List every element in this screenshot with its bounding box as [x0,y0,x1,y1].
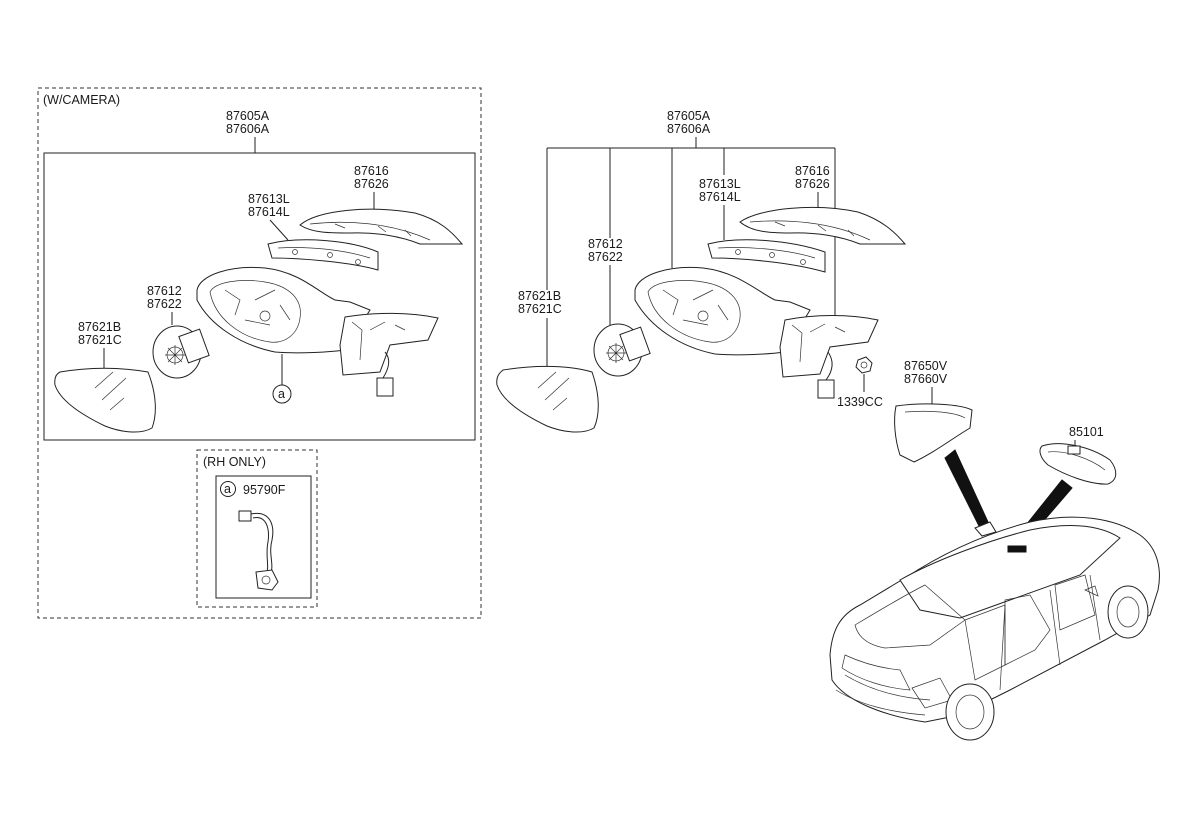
mirror-garnish[interactable] [894,403,973,463]
reference-a-marker [272,384,292,404]
label-87613L-right[interactable]: 87613L [699,177,741,191]
mirror-actuator-left[interactable] [152,325,210,379]
label-87621C-right[interactable]: 87621C [518,302,562,316]
label-95790F[interactable]: 95790F [243,483,286,497]
label-87605A-right[interactable]: 87605A [667,109,711,123]
svg-text:a: a [278,387,285,401]
arrow-garnish-to-car [944,449,989,529]
label-87622-left[interactable]: 87622 [147,297,182,311]
rh-only-dashed-box [196,449,318,608]
side-repeater-lamp-right[interactable] [707,239,826,273]
mirror-housing-right[interactable] [634,266,811,356]
inside-rearview-mirror[interactable] [1039,443,1117,485]
label-87606A-right[interactable]: 87606A [667,122,711,136]
label-87626-right[interactable]: 87626 [795,177,830,191]
label-85101[interactable]: 85101 [1069,425,1104,439]
label-87616-left[interactable]: 87616 [354,164,389,178]
label-87621C-left[interactable]: 87621C [78,333,122,347]
svg-text:a: a [224,482,231,496]
camera-harness[interactable] [238,510,279,591]
label-87613L-left[interactable]: 87613L [248,192,290,206]
mirror-glass-right[interactable] [496,365,599,433]
mirror-housing-left[interactable] [196,266,371,354]
label-87616-right[interactable]: 87616 [795,164,830,178]
left-assembly-box [43,152,476,441]
label-87614L-right[interactable]: 87614L [699,190,741,204]
camera-group-title: (W/CAMERA) [43,93,120,107]
label-87612-right[interactable]: 87612 [588,237,623,251]
side-repeater-lamp-left[interactable] [267,239,379,271]
label-87626-left[interactable]: 87626 [354,177,389,191]
label-87612-left[interactable]: 87612 [147,284,182,298]
screw-1339cc[interactable] [855,356,873,374]
mirror-base-left[interactable] [339,312,439,397]
vehicle-illustration [829,516,1160,741]
camera-part-box [215,475,312,599]
label-87660V[interactable]: 87660V [904,372,948,386]
rh-only-title: (RH ONLY) [203,455,266,469]
mirror-base-right[interactable] [779,315,879,399]
label-87614L-left[interactable]: 87614L [248,205,290,219]
reference-a-marker-small [220,481,236,497]
label-87621B-right[interactable]: 87621B [518,289,561,303]
mirror-cover-right[interactable] [739,206,907,245]
mirror-glass-left[interactable] [54,367,156,433]
label-1339CC[interactable]: 1339CC [837,395,883,409]
label-87650V[interactable]: 87650V [904,359,948,373]
mirror-actuator-right[interactable] [593,323,651,377]
label-87605A-left[interactable]: 87605A [226,109,270,123]
label-87622-right[interactable]: 87622 [588,250,623,264]
label-87606A-left[interactable]: 87606A [226,122,270,136]
label-87621B-left[interactable]: 87621B [78,320,121,334]
camera-group-dashed-box [37,87,482,619]
mirror-cover-left[interactable] [299,208,464,245]
